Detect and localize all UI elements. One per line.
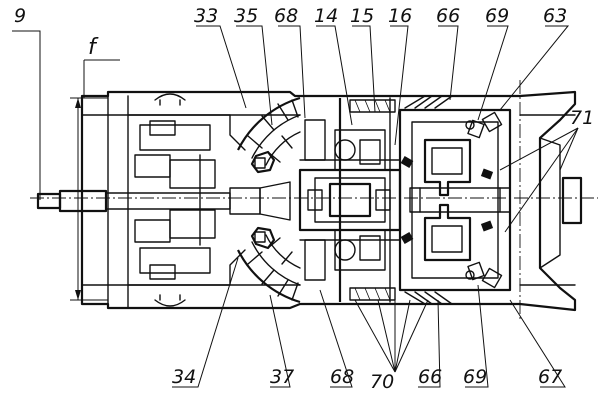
gun-barrel xyxy=(36,181,291,221)
dimension-f xyxy=(70,59,120,301)
callout-63: 63 xyxy=(543,5,567,27)
hull-outline xyxy=(30,80,598,320)
callout-37: 37 xyxy=(270,366,294,388)
callout-34: 34 xyxy=(172,366,196,388)
callout-69-bottom: 69 xyxy=(463,366,487,388)
callout-69-top: 69 xyxy=(485,5,509,27)
callout-68-top: 68 xyxy=(274,5,298,27)
callout-66-bottom: 66 xyxy=(418,366,442,388)
callout-67: 67 xyxy=(538,366,562,388)
callout-70: 70 xyxy=(370,371,394,393)
callout-15: 15 xyxy=(350,5,374,27)
callout-16: 16 xyxy=(388,5,412,27)
leader-lines xyxy=(12,25,579,388)
callout-33: 33 xyxy=(194,5,218,27)
callout-labels: 9 f 33 35 68 14 15 16 66 69 63 71 34 37 … xyxy=(14,5,594,393)
callout-66-top: 66 xyxy=(436,5,460,27)
engine-compartment xyxy=(398,95,512,305)
callout-f: f xyxy=(88,35,99,60)
turret-center xyxy=(298,97,402,303)
front-compartment xyxy=(134,93,216,307)
turret-ring xyxy=(237,96,301,304)
callout-68-bottom: 68 xyxy=(330,366,354,388)
callout-71: 71 xyxy=(570,107,594,129)
callout-35: 35 xyxy=(234,5,258,27)
callout-14: 14 xyxy=(314,5,338,27)
rear-section xyxy=(519,114,583,286)
callout-9: 9 xyxy=(14,5,26,27)
